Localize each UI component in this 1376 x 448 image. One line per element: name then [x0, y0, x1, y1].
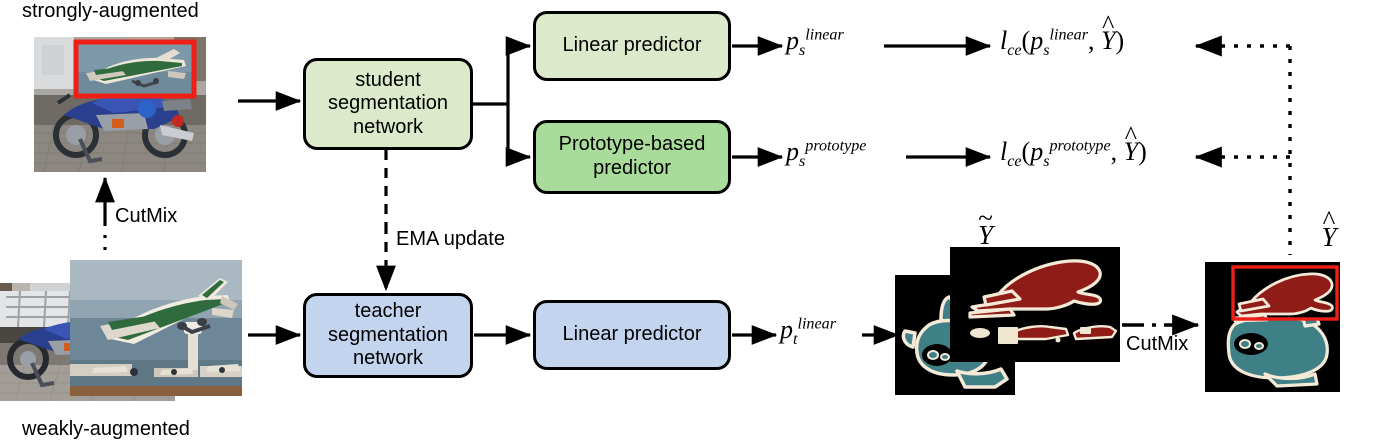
- y-hat-mark: ^: [1322, 205, 1336, 236]
- math-pt-linear: ptlinear: [780, 315, 836, 348]
- pt-linear-base: p: [780, 315, 793, 344]
- loss-linear-arg2-base: Y: [1100, 26, 1116, 55]
- teacher-segmentation-network-box[interactable]: teacher segmentation network: [303, 293, 473, 378]
- loss-prototype-close-paren: ): [1138, 137, 1147, 166]
- label-weakly-augmented: weakly-augmented: [22, 418, 190, 440]
- loss-prototype-comma: ,: [1110, 137, 1124, 166]
- mask-airplane-art: [950, 247, 1120, 362]
- loss-prototype-arg1-sub: s: [1043, 153, 1050, 171]
- ps-prototype-sub: s: [799, 153, 806, 171]
- label-cutmix-top: CutMix: [115, 205, 178, 227]
- prototype-predictor-label: Prototype-based predictor: [558, 133, 706, 179]
- y-tilde-mark: ~: [978, 203, 993, 234]
- y-hat-base: Y: [1321, 222, 1337, 252]
- loss-prototype-arg2: ^Y: [1123, 122, 1139, 166]
- strong-augmented-photo: [34, 37, 206, 172]
- loss-prototype-arg2-hat-mark: ^: [1124, 120, 1137, 150]
- linear-predictor-student-box[interactable]: Linear predictor: [533, 11, 731, 81]
- pseudo-label-feedback-lines: [1194, 35, 1292, 255]
- mask-mixed: [1205, 262, 1340, 392]
- y-tilde-base: Y: [978, 220, 994, 250]
- weak-augmented-photo-airplane: [70, 260, 242, 396]
- linear-predictor-teacher-label: Linear predictor: [562, 323, 702, 346]
- loss-linear-open-paren: (: [1021, 26, 1031, 55]
- strong-augmented-photo-art: [34, 37, 206, 172]
- pt-linear-sub: t: [793, 331, 798, 349]
- loss-linear-arg1-sub: s: [1043, 42, 1050, 60]
- math-loss-prototype: lce(psprototype, ^Y): [1000, 122, 1147, 169]
- loss-prototype-open-paren: (: [1021, 137, 1031, 166]
- math-ps-prototype: psprototype: [786, 137, 867, 170]
- linear-predictor-student-label: Linear predictor: [562, 34, 702, 57]
- loss-linear-comma: ,: [1087, 26, 1101, 55]
- math-y-tilde: ~ Y: [978, 205, 994, 250]
- student-segmentation-network-box[interactable]: student segmentation network: [303, 58, 473, 150]
- teacher-network-label: teacher segmentation network: [327, 300, 449, 370]
- loss-linear-fn: l: [1000, 26, 1008, 55]
- ps-linear-sup: linear: [805, 26, 844, 44]
- mask-airplane: [950, 247, 1120, 362]
- loss-linear-arg2: ^Y: [1100, 11, 1116, 55]
- label-cutmix-bottom: CutMix: [1126, 333, 1189, 355]
- mask-mixed-art: [1205, 262, 1340, 392]
- student-network-label: student segmentation network: [327, 68, 449, 138]
- math-y-hat: ^ Y: [1321, 207, 1337, 252]
- math-ps-linear: pslinear: [786, 26, 844, 59]
- loss-linear-close-paren: ): [1115, 26, 1125, 55]
- ps-prototype-base: p: [786, 137, 799, 166]
- loss-linear-arg2-hat-mark: ^: [1102, 9, 1115, 39]
- loss-prototype-fn-sub: ce: [1007, 153, 1022, 171]
- loss-linear-fn-sub: ce: [1007, 42, 1022, 60]
- loss-prototype-fn: l: [1000, 137, 1008, 166]
- ps-linear-base: p: [786, 26, 799, 55]
- ps-prototype-sup: prototype: [805, 137, 867, 155]
- label-ema-update: EMA update: [396, 228, 505, 250]
- loss-prototype-arg1-sup: prototype: [1049, 137, 1111, 155]
- ps-linear-sub: s: [799, 42, 806, 60]
- math-loss-linear: lce(pslinear, ^Y): [1000, 11, 1125, 58]
- weak-augmented-airplane-art: [70, 260, 242, 396]
- loss-prototype-arg1-base: p: [1030, 137, 1044, 166]
- pt-linear-sup: linear: [797, 315, 836, 333]
- loss-linear-arg1-sup: linear: [1049, 26, 1088, 44]
- label-strongly-augmented: strongly-augmented: [22, 0, 199, 22]
- loss-prototype-arg2-base: Y: [1123, 137, 1139, 166]
- prototype-based-predictor-box[interactable]: Prototype-based predictor: [533, 120, 731, 194]
- loss-linear-arg1-base: p: [1030, 26, 1044, 55]
- linear-predictor-teacher-box[interactable]: Linear predictor: [533, 300, 731, 370]
